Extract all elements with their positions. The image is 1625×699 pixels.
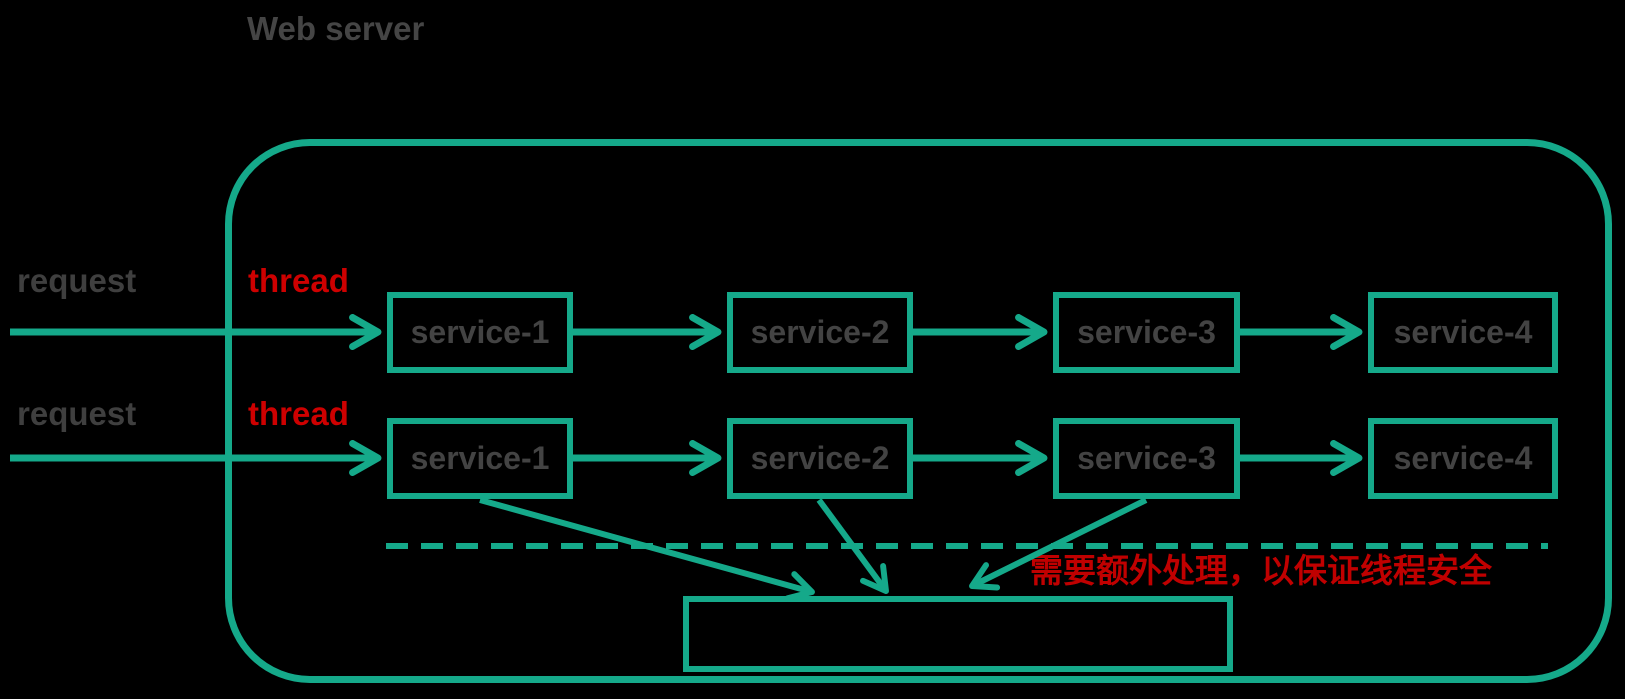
- arrow-s2-to-shared: [816, 498, 889, 594]
- service-box-lane1-2: service-2: [727, 292, 913, 373]
- service-box-lane2-1: service-1: [387, 418, 573, 499]
- service-label: service-4: [1393, 314, 1533, 350]
- service-box-lane2-4: service-4: [1368, 418, 1558, 499]
- service-label: service-3: [1077, 440, 1216, 476]
- thread-label-lane1: thread: [248, 262, 349, 299]
- service-label: service-1: [410, 314, 550, 350]
- service-label: service-2: [750, 440, 890, 476]
- thread-label-lane2: thread: [248, 395, 349, 432]
- arrow-s3-to-shared: [969, 497, 1148, 591]
- service-label: service-4: [1393, 440, 1533, 476]
- service-box-lane2-2: service-2: [727, 418, 913, 499]
- service-box-lane1-1: service-1: [387, 292, 573, 373]
- service-box-lane1-4: service-4: [1368, 292, 1558, 373]
- thread-safety-annotation: 需要额外处理，以保证线程安全: [1030, 552, 1492, 589]
- service-box-lane1-3: service-3: [1053, 292, 1240, 373]
- web-server-container: [225, 139, 1612, 683]
- service-box-lane2-3: service-3: [1053, 418, 1240, 499]
- arrow-s1-to-shared: [479, 497, 815, 602]
- service-label: service-1: [410, 440, 550, 476]
- request-label-lane2: request: [17, 395, 137, 432]
- shared-resource-box: [683, 596, 1233, 672]
- service-label: service-2: [750, 314, 890, 350]
- request-label-lane1: request: [17, 262, 137, 299]
- web-server-title: Web server: [247, 10, 425, 47]
- service-label: service-3: [1077, 314, 1216, 350]
